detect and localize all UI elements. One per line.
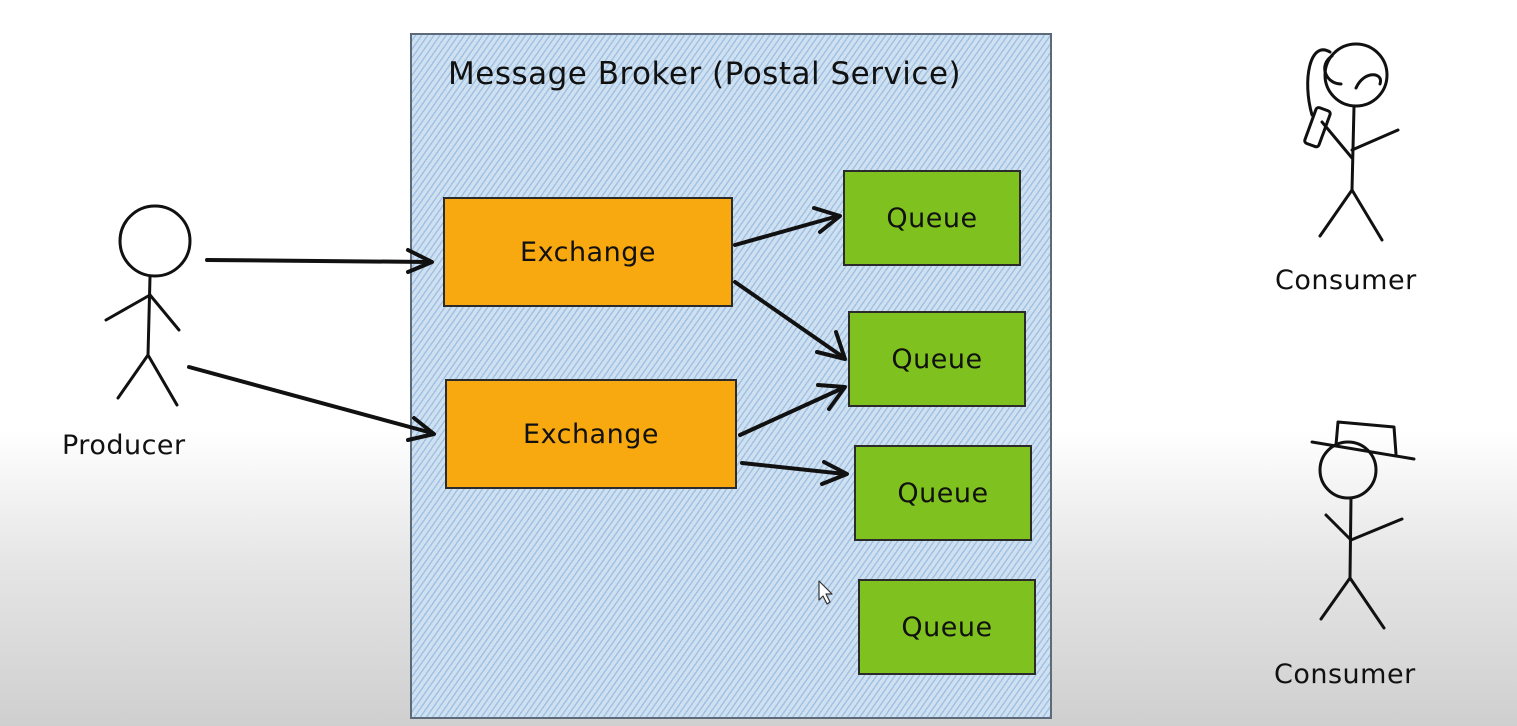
producer-stick-figure-icon <box>104 204 192 407</box>
broker-title: Message Broker (Postal Service) <box>448 56 962 92</box>
consumer-label-2: Consumer <box>1274 659 1416 690</box>
queue-label: Queue <box>891 343 983 375</box>
queue-box-2: Queue <box>848 311 1026 407</box>
arrow-exchange-1-to-queue-2 <box>733 280 847 361</box>
queue-box-4: Queue <box>858 579 1036 675</box>
exchange-label: Exchange <box>523 418 659 450</box>
queue-label: Queue <box>901 611 993 643</box>
mouse-cursor-icon <box>818 580 833 605</box>
queue-label: Queue <box>886 202 978 234</box>
queue-box-3: Queue <box>854 445 1032 541</box>
queue-box-1: Queue <box>843 170 1021 266</box>
arrow-exchange-2-to-queue-2 <box>738 383 847 437</box>
consumer-hat-stick-figure-icon <box>1310 420 1416 630</box>
exchange-box-2: Exchange <box>445 379 737 489</box>
arrow-exchange-2-to-queue-3 <box>740 460 849 486</box>
exchange-box-1: Exchange <box>443 197 733 307</box>
exchange-label: Exchange <box>520 236 656 268</box>
queue-label: Queue <box>897 477 989 509</box>
consumer-label-1: Consumer <box>1275 265 1417 296</box>
arrow-producer-to-exchange-2 <box>187 365 436 442</box>
arrow-exchange-1-to-queue-1 <box>733 206 842 247</box>
arrow-producer-to-exchange-1 <box>205 248 434 274</box>
consumer-phone-stick-figure-icon <box>1303 42 1400 242</box>
producer-label: Producer <box>62 430 186 461</box>
